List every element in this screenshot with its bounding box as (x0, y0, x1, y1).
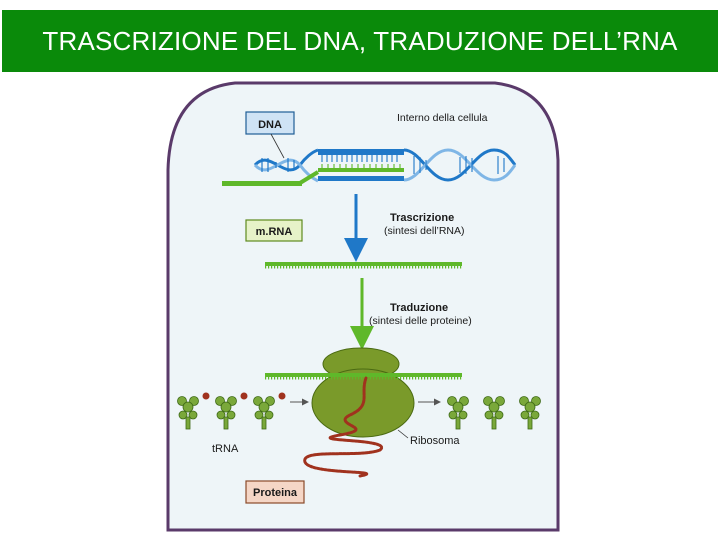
transcription-sublabel: (sintesi dell’RNA) (384, 225, 465, 237)
translation-label: Traduzione (390, 302, 448, 314)
dna-double-helix (253, 148, 517, 185)
protein-label-box (245, 480, 305, 504)
amino-acids (202, 392, 286, 400)
cell-interior-label: Interno della cellula (397, 112, 488, 124)
ribosome-pointer (397, 429, 409, 439)
mrna-in-translation (265, 373, 462, 380)
protein-chain (303, 376, 384, 478)
protein-label: Proteina (253, 487, 298, 499)
released-mrna-strand (222, 181, 302, 186)
dna-label: DNA (258, 119, 282, 131)
dna-pointer (270, 133, 285, 159)
slide-title: TRASCRIZIONE DEL DNA, TRADUZIONE DELL’RN… (2, 10, 718, 72)
dna-label-box (245, 111, 295, 135)
trna-molecules-outgoing (447, 396, 541, 430)
trna-molecules-incoming (177, 396, 275, 430)
ribosome-label: Ribosoma (410, 435, 460, 447)
mrna-strand (265, 262, 462, 269)
mrna-label-box (245, 219, 303, 242)
trna-label: tRNA (212, 443, 239, 455)
translation-sublabel: (sintesi delle proteine) (369, 315, 472, 327)
transcription-label: Trascrizione (390, 212, 454, 224)
mrna-label: m.RNA (256, 226, 293, 238)
